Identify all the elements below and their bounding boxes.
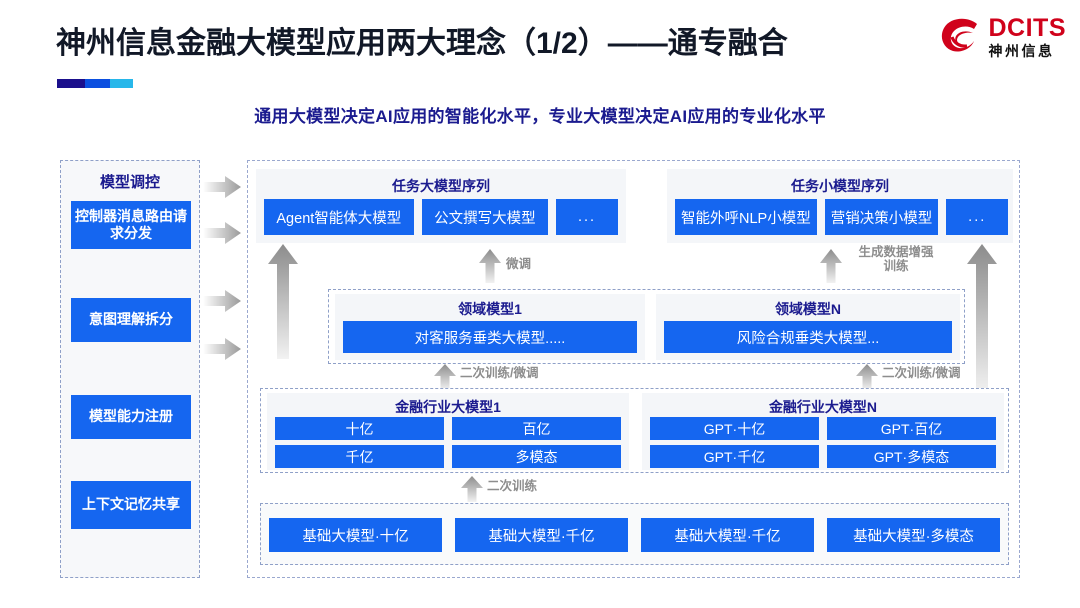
logo-cn-text: 神州信息 [988,43,1055,59]
industry-model-n-chips: GPT·十亿 GPT·百亿 GPT·千亿 GPT·多模态 [650,417,996,468]
industry-model-container: 金融行业大模型1 十亿 百亿 千亿 多模态 金融行业大模型N GPT·十亿 GP… [260,388,1009,473]
accent-segment-3 [110,79,133,88]
chip-gpt-multimodal[interactable]: GPT·多模态 [827,445,996,468]
data-aug-up-arrow-icon [820,249,842,283]
domain-model-1: 领域模型1 对客服务垂类大模型..... [335,294,645,360]
task-sequence-large-title: 任务大模型序列 [392,178,490,194]
base-model-container: 基础大模型·十亿 基础大模型·千亿 基础大模型·千亿 基础大模型·多模态 [260,503,1009,565]
domain-model-1-title: 领域模型1 [458,301,522,317]
chip-more-small-models[interactable]: ... [946,199,1009,235]
control-item-context[interactable]: 上下文记忆共享 [71,481,191,529]
task-sequence-small: 任务小模型序列 智能外呼NLP小模型 营销决策小模型 ... [667,169,1013,243]
data-aug-train-label: 生成数据增强训练 [858,245,934,274]
industry-model-1-title: 金融行业大模型1 [395,399,501,415]
industry-model-n: 金融行业大模型N GPT·十亿 GPT·百亿 GPT·千亿 GPT·多模态 [642,393,1004,470]
accent-segment-2 [85,79,110,88]
tall-right-up-arrow-icon [967,244,997,394]
chip-agent-large-model[interactable]: Agent智能体大模型 [264,199,414,235]
finetune-label: 微调 [506,257,532,271]
accent-segment-1 [57,79,85,88]
dispatch-arrow-3-icon [203,290,241,312]
task-sequence-large: 任务大模型序列 Agent智能体大模型 公文撰写大模型 ... [256,169,626,243]
control-item-intent[interactable]: 意图理解拆分 [71,298,191,342]
finetune-up-arrow-icon [479,249,501,283]
chip-base-qianyi-1[interactable]: 基础大模型·千亿 [455,518,628,552]
retrain-up-arrow-icon [461,476,483,502]
task-sequence-large-chips: Agent智能体大模型 公文撰写大模型 ... [264,199,618,235]
control-item-registry[interactable]: 模型能力注册 [71,395,191,439]
chip-marketing-decision-small-model[interactable]: 营销决策小模型 [824,199,939,235]
domain-model-n: 领域模型N 风险合规垂类大模型... [656,294,960,360]
page-title: 神州信息金融大模型应用两大理念（1/2）——通专融合 [56,27,788,60]
logo-en-text: DCITS [988,14,1066,42]
chip-doc-writing-large-model[interactable]: 公文撰写大模型 [421,199,548,235]
chip-multimodal[interactable]: 多模态 [452,445,621,468]
industry-model-n-title: 金融行业大模型N [768,399,878,415]
task-sequence-small-title: 任务小模型序列 [791,178,889,194]
retrain-finetune-left-label: 二次训练/微调 [460,366,539,380]
chip-baiyi[interactable]: 百亿 [452,417,621,440]
slide-subtitle: 通用大模型决定AI应用的智能化水平，专业大模型决定AI应用的专业化水平 [254,107,826,126]
chip-risk-compliance-vertical-model[interactable]: 风险合规垂类大模型... [664,321,952,353]
model-control-panel: 模型调控 控制器消息路由请求分发 意图理解拆分 模型能力注册 上下文记忆共享 [60,160,200,578]
dispatch-arrow-4-icon [203,338,241,360]
dcits-swirl-icon [941,18,977,52]
company-logo: DCITS 神州信息 [940,16,1067,58]
chip-gpt-qianyi[interactable]: GPT·千亿 [650,445,819,468]
chip-base-shiyi[interactable]: 基础大模型·十亿 [269,518,442,552]
slide-header: 神州信息金融大模型应用两大理念（1/2）——通专融合 DCITS 神州信息 [0,0,1080,96]
chip-gpt-shiyi[interactable]: GPT·十亿 [650,417,819,440]
task-sequence-small-chips: 智能外呼NLP小模型 营销决策小模型 ... [675,199,1009,235]
chip-customer-service-vertical-model[interactable]: 对客服务垂类大模型..... [343,321,637,353]
domain-model-container: 领域模型1 对客服务垂类大模型..... 领域模型N 风险合规垂类大模型... [328,289,965,364]
retrain-label: 二次训练 [487,479,538,493]
chip-shiyi[interactable]: 十亿 [275,417,444,440]
base-model-chips: 基础大模型·十亿 基础大模型·千亿 基础大模型·千亿 基础大模型·多模态 [269,518,1000,552]
dispatch-arrow-1-icon [203,176,241,198]
accent-bar [57,79,133,88]
retrain-finetune-right-label: 二次训练/微调 [882,366,961,380]
chip-gpt-baiyi[interactable]: GPT·百亿 [827,417,996,440]
retrain-finetune-right-arrow-icon [856,364,878,390]
chip-more-large-models[interactable]: ... [556,199,618,235]
industry-model-1: 金融行业大模型1 十亿 百亿 千亿 多模态 [267,393,629,470]
industry-model-1-chips: 十亿 百亿 千亿 多模态 [275,417,621,468]
chip-qianyi[interactable]: 千亿 [275,445,444,468]
chip-outbound-nlp-small-model[interactable]: 智能外呼NLP小模型 [675,199,817,235]
tall-left-up-arrow-icon [268,244,298,359]
control-panel-title: 模型调控 [99,174,160,191]
domain-model-n-title: 领域模型N [774,301,842,317]
model-stack: 任务大模型序列 Agent智能体大模型 公文撰写大模型 ... 任务小模型序列 … [247,160,1020,578]
dispatch-arrow-2-icon [203,222,241,244]
retrain-finetune-left-arrow-icon [434,364,456,390]
chip-base-multimodal[interactable]: 基础大模型·多模态 [827,518,1000,552]
chip-base-qianyi-2[interactable]: 基础大模型·千亿 [641,518,814,552]
control-item-router[interactable]: 控制器消息路由请求分发 [71,201,191,249]
